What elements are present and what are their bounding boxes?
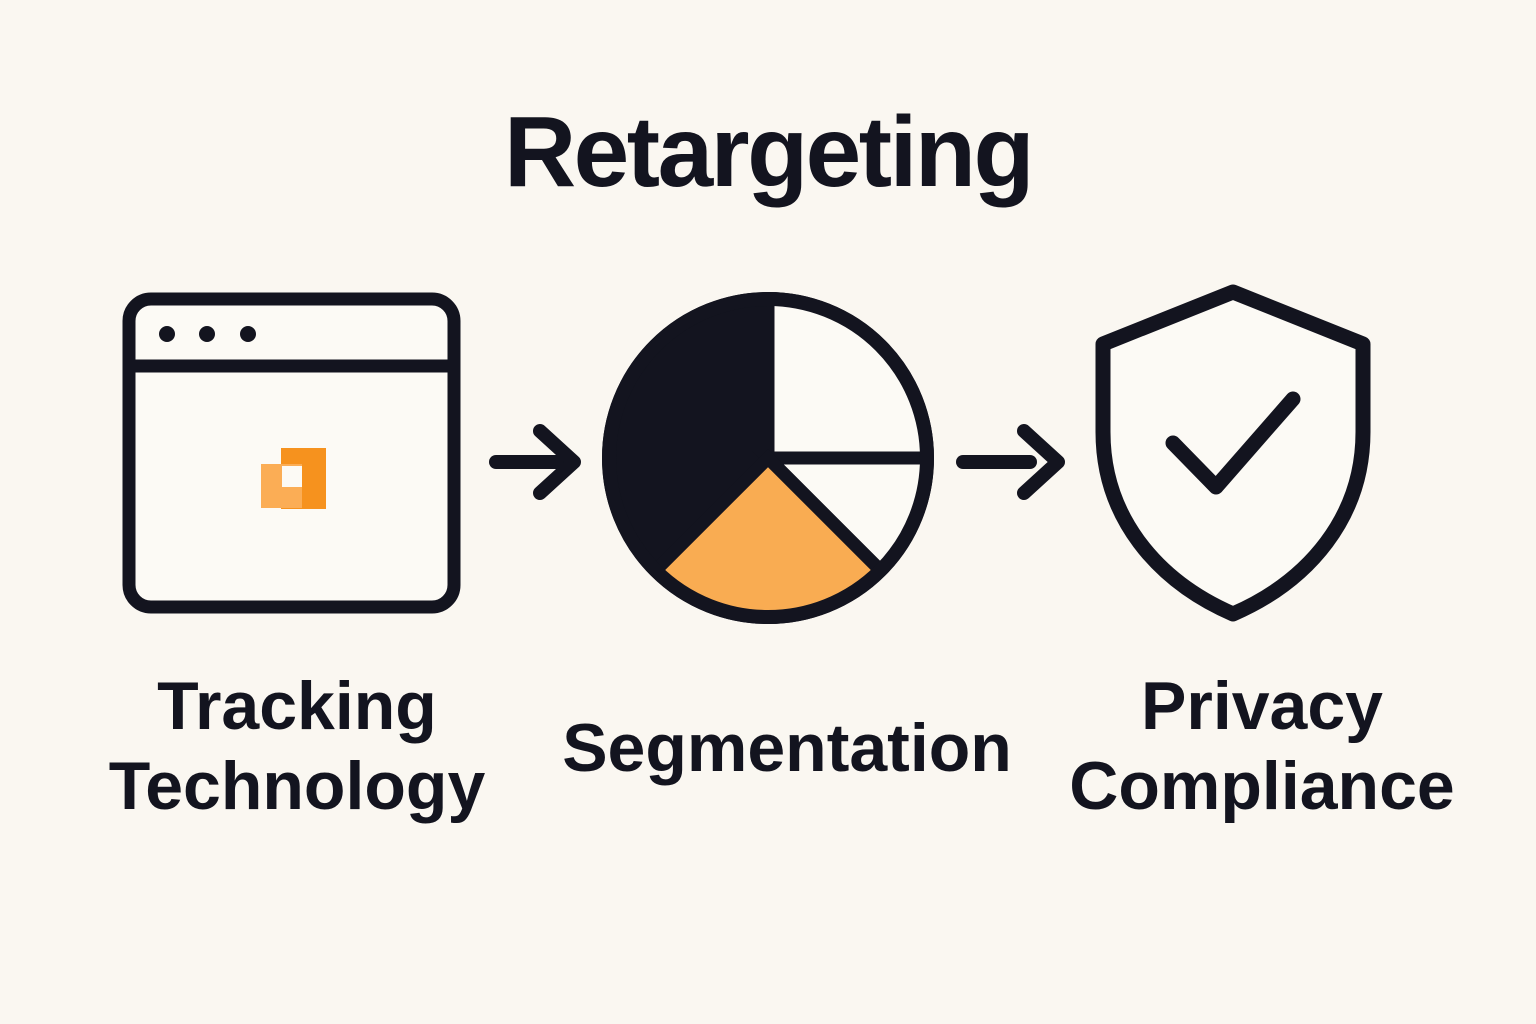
browser-window-icon: [122, 292, 461, 614]
window-dot-icon: [240, 326, 256, 342]
step-label-privacy-compliance: Privacy Compliance: [1069, 668, 1455, 824]
window-dot-icon: [159, 326, 175, 342]
pie-chart-icon: [602, 292, 934, 624]
page-title: Retargeting: [503, 96, 1035, 208]
arrow-right-icon: [489, 424, 581, 500]
step-label-segmentation: Segmentation: [562, 710, 1012, 786]
shield-check-icon: [1095, 284, 1371, 622]
step-label-tracking-technology: Tracking Technology: [108, 668, 486, 824]
checkmark-icon: [1165, 391, 1301, 495]
arrow-right-icon: [956, 424, 1065, 500]
tracking-pixel-icon: [261, 448, 326, 509]
window-dot-icon: [199, 326, 215, 342]
